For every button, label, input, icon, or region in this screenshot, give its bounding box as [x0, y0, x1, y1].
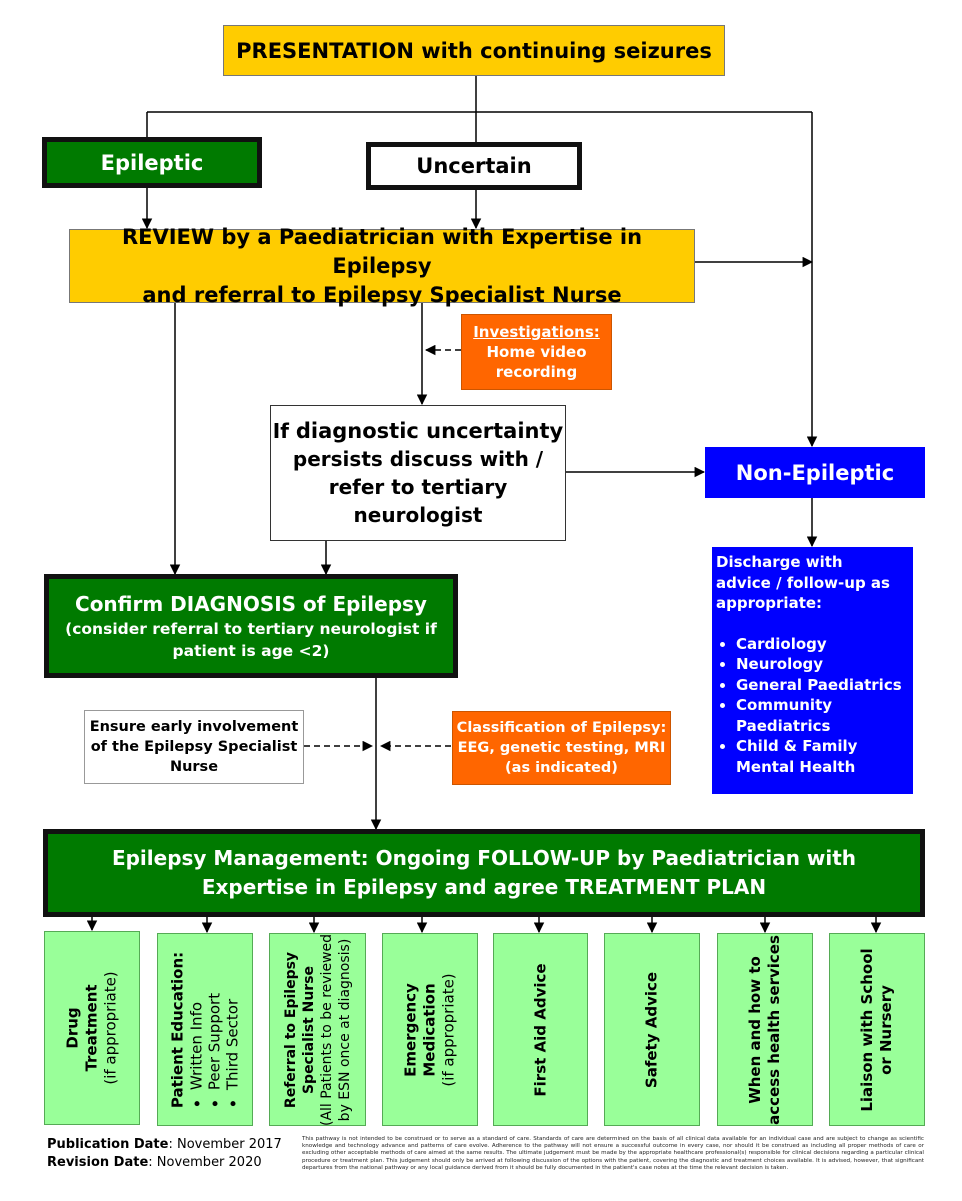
revision-date-value: : November 2020 — [148, 1155, 262, 1170]
uncertainty-box: If diagnostic uncertainty persists discu… — [270, 405, 566, 541]
epileptic-label: Epileptic — [100, 150, 204, 175]
discharge-item-label: Cardiology — [736, 634, 827, 653]
referral-line-2: Specialist Nurse — [300, 965, 317, 1094]
discharge-item-label: Neurology — [736, 655, 824, 673]
presentation-label: PRESENTATION with continuing seizures — [236, 38, 712, 63]
discharge-item-label: Community — [736, 696, 833, 714]
confirm-line-2: (consider referral to tertiary neurologi… — [65, 620, 437, 638]
management-box: Epilepsy Management: Ongoing FOLLOW-UP b… — [43, 829, 925, 917]
when-how-text: When and how to access health services — [746, 935, 784, 1125]
discharge-list: Cardiology Neurology General Paediatrics… — [716, 634, 909, 778]
first-aid-text: First Aid Advice — [531, 962, 549, 1097]
discharge-item-label-2: Mental Health — [736, 757, 856, 776]
discharge-item: Neurology — [736, 654, 909, 675]
discharge-item-label: Child & Family — [736, 737, 858, 755]
classification-line-2: EEG, genetic testing, MRI — [457, 740, 666, 756]
confirm-line-3: patient is age <2) — [172, 642, 330, 660]
ensure-line-2: of the Epilepsy Specialist — [90, 739, 298, 755]
publication-date: Publication Date: November 2017 — [47, 1136, 282, 1154]
drug-treatment-box: Drug Treatment (if appropriate) — [44, 931, 140, 1125]
publication-date-value: : November 2017 — [168, 1137, 282, 1152]
patient-education-box: Patient Education: Written Info Peer Sup… — [157, 933, 253, 1126]
discharge-intro-3: appropriate: — [716, 594, 823, 612]
discharge-intro-2: advice / follow-up as — [716, 573, 890, 592]
uncertain-box: Uncertain — [366, 142, 582, 190]
uncertainty-line-2: persists discuss with / — [292, 447, 544, 471]
emergency-line-1: Emergency — [401, 982, 420, 1077]
emergency-line-3: (if appropriate) — [439, 972, 458, 1087]
discharge-item: General Paediatrics — [736, 675, 909, 696]
management-line-2: Expertise in Epilepsy and agree TREATMEN… — [201, 875, 767, 899]
when-how-line-2: access health services — [765, 934, 783, 1125]
referral-esn-text: Referral to Epilepsy Specialist Nurse (A… — [282, 933, 354, 1125]
liaison-text: Liaison with School or Nursery — [858, 948, 896, 1111]
footer-dates: Publication Date: November 2017 Revision… — [47, 1136, 282, 1172]
education-item: Written Info — [188, 951, 206, 1089]
discharge-item-label: General Paediatrics — [736, 675, 902, 694]
uncertain-label: Uncertain — [416, 154, 532, 178]
classification-box: Classification of Epilepsy: EEG, genetic… — [452, 711, 671, 785]
management-line-1: Epilepsy Management: Ongoing FOLLOW-UP b… — [111, 846, 857, 870]
discharge-intro-1: Discharge with — [716, 553, 843, 571]
epileptic-box: Epileptic — [42, 137, 262, 188]
ensure-line-3: Nurse — [169, 759, 219, 775]
liaison-line-1: Liaison with School — [858, 947, 876, 1112]
review-line-2: and referral to Epilepsy Specialist Nurs… — [142, 282, 622, 307]
when-how-box: When and how to access health services — [717, 933, 813, 1126]
safety-advice-text: Safety Advice — [642, 971, 661, 1088]
investigations-line-2: recording — [495, 363, 578, 381]
publication-date-label: Publication Date — [47, 1137, 169, 1152]
confirm-title: Confirm DIAGNOSIS of Epilepsy — [75, 592, 427, 616]
review-box: REVIEW by a Paediatrician with Expertise… — [69, 225, 695, 307]
drug-treatment-text: Drug Treatment (if appropriate) — [64, 971, 121, 1084]
emergency-medication-text: Emergency Medication (if appropriate) — [402, 973, 459, 1086]
confirm-diagnosis-box: Confirm DIAGNOSIS of Epilepsy (consider … — [44, 574, 458, 678]
uncertainty-bold: diagnostic uncertainty — [295, 419, 564, 443]
patient-education-text: Patient Education: Written Info Peer Sup… — [169, 951, 242, 1107]
first-aid-box: First Aid Advice — [493, 933, 588, 1126]
education-list: Written Info Peer Support Third Sector — [188, 951, 242, 1107]
referral-line-4: by ESN once at diagnosis) — [336, 938, 353, 1121]
emergency-line-2: Medication — [420, 982, 439, 1077]
discharge-item: Cardiology — [736, 634, 909, 655]
liaison-box: Liaison with School or Nursery — [829, 933, 925, 1126]
education-title: Patient Education: — [168, 951, 187, 1108]
review-line-1: REVIEW by a Paediatrician with Expertise… — [121, 224, 643, 278]
liaison-line-2: or Nursery — [877, 984, 895, 1075]
uncertainty-prefix: If — [272, 419, 296, 443]
referral-line-3: (All Patients to be reviewed — [318, 933, 335, 1126]
uncertainty-line-3: refer to tertiary — [328, 475, 508, 499]
non-epileptic-label: Non-Epileptic — [735, 460, 895, 485]
safety-advice-box: Safety Advice — [604, 933, 700, 1126]
uncertainty-line-4: neurologist — [353, 503, 483, 527]
referral-esn-box: Referral to Epilepsy Specialist Nurse (A… — [269, 933, 366, 1126]
ensure-esn-box: Ensure early involvement of the Epilepsy… — [84, 710, 304, 784]
drug-line-2: Treatment — [82, 984, 101, 1072]
non-epileptic-box: Non-Epileptic — [705, 447, 925, 498]
presentation-box: PRESENTATION with continuing seizures — [223, 25, 725, 76]
education-item: Peer Support — [206, 951, 224, 1089]
when-how-line-1: When and how to — [746, 955, 764, 1104]
uncertainty-line-1: If diagnostic uncertainty — [273, 417, 563, 445]
investigations-line-1: Home video — [486, 343, 587, 361]
discharge-box: Discharge with advice / follow-up as app… — [712, 547, 913, 794]
investigations-title: Investigations: — [473, 323, 600, 341]
classification-line-3: (as indicated) — [505, 760, 618, 776]
classification-line-1: Classification of Epilepsy: — [456, 720, 667, 736]
disclaimer: This pathway is not intended to be const… — [302, 1136, 924, 1171]
education-item: Third Sector — [224, 951, 242, 1089]
referral-line-1: Referral to Epilepsy — [282, 951, 299, 1108]
discharge-item-label-2: Paediatrics — [736, 716, 831, 735]
ensure-line-1: Ensure early involvement — [89, 719, 299, 735]
investigations-box: Investigations: Home video recording — [461, 314, 612, 390]
drug-line-3: (if appropriate) — [101, 971, 120, 1085]
emergency-medication-box: Emergency Medication (if appropriate) — [382, 933, 478, 1126]
revision-date: Revision Date: November 2020 — [47, 1154, 282, 1172]
drug-line-1: Drug — [63, 1007, 82, 1049]
revision-date-label: Revision Date — [47, 1155, 149, 1170]
